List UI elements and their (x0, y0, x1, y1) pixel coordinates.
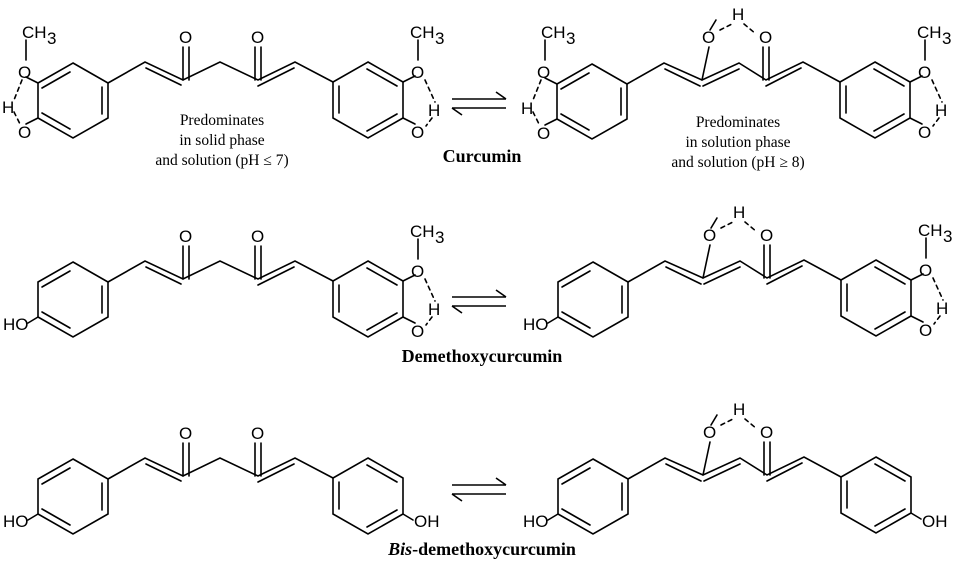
bisdemethoxycurcumin-diketo-labels: HO O O OH (3, 424, 440, 531)
svg-text:HO: HO (3, 512, 29, 531)
compound-name-curcumin: Curcumin (443, 146, 522, 166)
svg-text:CH: CH (541, 23, 566, 42)
svg-text:in solution phase: in solution phase (685, 134, 790, 151)
equilibrium-arrow (451, 91, 507, 116)
svg-text:O: O (179, 227, 192, 246)
svg-text:HO: HO (523, 315, 549, 334)
svg-text:Predominates: Predominates (180, 112, 264, 129)
equilibrium-arrow (451, 289, 507, 314)
svg-text:O: O (702, 28, 715, 47)
bisdemethoxycurcumin-diketo-structure (27, 442, 414, 535)
svg-text:and solution (pH ≥ 8): and solution (pH ≥ 8) (671, 154, 804, 171)
equilibrium-arrow (451, 477, 507, 502)
curcumin-diketo-labels: O O O O H CH 3 O O H CH 3 (2, 23, 444, 142)
atom-CH: CH (410, 23, 435, 42)
demethoxycurcumin-diketo-labels: HO O O O O H CH 3 (3, 222, 444, 341)
svg-text:H: H (521, 99, 533, 118)
svg-text:O: O (251, 227, 264, 246)
svg-text:O: O (179, 424, 192, 443)
svg-text:O: O (251, 424, 264, 443)
svg-text:3: 3 (566, 29, 575, 48)
atom-O: O (179, 28, 192, 47)
svg-text:HO: HO (3, 315, 29, 334)
svg-text:H: H (936, 299, 948, 318)
svg-text:3: 3 (943, 227, 952, 246)
svg-text:CH: CH (918, 221, 943, 240)
svg-text:H: H (733, 400, 745, 419)
atom-sub: 3 (435, 29, 444, 48)
svg-text:3: 3 (942, 29, 951, 48)
atom-sub: 3 (47, 29, 56, 48)
svg-text:CH: CH (917, 23, 942, 42)
svg-text:O: O (918, 63, 931, 82)
atom-O: O (18, 123, 31, 142)
svg-text:O: O (411, 322, 424, 341)
bisdemethoxycurcumin-enol-structure (547, 414, 922, 535)
svg-text:and solution (pH ≤ 7): and solution (pH ≤ 7) (155, 152, 288, 169)
svg-text:O: O (537, 63, 550, 82)
atom-H: H (2, 98, 14, 117)
svg-text:CH: CH (410, 222, 435, 241)
atom-O: O (18, 63, 31, 82)
compound-name-demethoxycurcumin: Demethoxycurcumin (402, 346, 563, 366)
svg-text:O: O (760, 226, 773, 245)
svg-text:H: H (428, 300, 440, 319)
curcumin-enol-structure (532, 19, 943, 140)
svg-text:HO: HO (523, 512, 549, 531)
curcumin-left-caption: Predominates in solid phase and solution… (155, 112, 288, 169)
svg-text:H: H (733, 203, 745, 222)
atom-O: O (251, 28, 264, 47)
compound-name-bis-demethoxycurcumin: Bis-demethoxycurcumin (387, 539, 576, 559)
svg-text:3: 3 (435, 228, 444, 247)
svg-text:O: O (918, 123, 931, 142)
svg-text:O: O (919, 321, 932, 340)
atom-O: O (411, 63, 424, 82)
svg-text:O: O (760, 423, 773, 442)
curcumin-right-caption: Predominates in solution phase and solut… (671, 114, 804, 171)
svg-text:O: O (919, 261, 932, 280)
svg-text:H: H (732, 5, 744, 24)
svg-text:O: O (411, 262, 424, 281)
curcumin-enol-labels: O O H O O H CH 3 O O H CH 3 (521, 5, 951, 143)
demethoxycurcumin-enol-structure (547, 217, 944, 338)
atom-O: O (411, 123, 424, 142)
svg-text:in solid phase: in solid phase (179, 132, 264, 149)
atom-CH: CH (22, 23, 47, 42)
svg-text:OH: OH (414, 512, 440, 531)
curcumin-diketo-structure (13, 39, 436, 139)
demethoxycurcumin-diketo-structure (27, 238, 436, 338)
svg-text:OH: OH (922, 512, 948, 531)
demethoxycurcumin-enol-labels: HO O O H O O H CH 3 (523, 203, 952, 340)
svg-text:O: O (703, 226, 716, 245)
svg-text:Predominates: Predominates (696, 114, 780, 131)
svg-text:H: H (935, 101, 947, 120)
atom-H: H (428, 101, 440, 120)
svg-text:O: O (537, 124, 550, 143)
svg-text:O: O (759, 28, 772, 47)
svg-text:O: O (703, 423, 716, 442)
bisdemethoxycurcumin-enol-labels: HO O O H OH (523, 400, 948, 531)
